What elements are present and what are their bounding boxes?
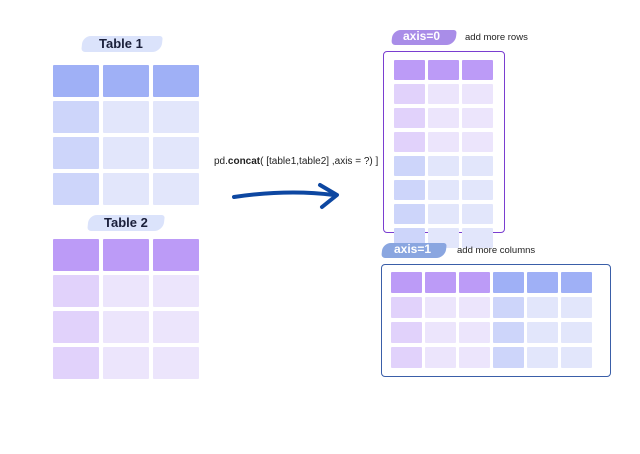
axis0-blue-cell [462,156,493,176]
axis1-purple-cell [425,322,456,343]
formula-args: ( [table1,table2] ,axis = ?) ] [260,156,379,167]
axis0-blue-index-cell [394,156,425,176]
axis0-caption: add more rows [465,32,528,43]
axis0-purple-index-cell [394,108,425,128]
concat-formula: pd.concat( [table1,table2] ,axis = ?) ] [214,156,378,167]
table1-cell [153,101,199,133]
axis1-purple-index-cell [391,322,422,343]
axis1-blue-cell [527,297,558,318]
table2-grid [53,239,199,379]
axis1-blue-header-cell [527,272,558,293]
axis1-blue-index-cell [493,347,524,368]
axis0-blue-cell [428,156,459,176]
axis1-blue-index-cell [493,297,524,318]
table2-index-cell [53,311,99,343]
table2-cell [103,275,149,307]
axis0-header-cell [462,60,493,80]
table2-cell [103,347,149,379]
table2-header-cell [103,239,149,271]
axis1-purple-cell [459,347,490,368]
axis1-blue-header-cell [561,272,592,293]
table1-grid [53,65,199,205]
axis0-header-cell [394,60,425,80]
axis1-result-grid [391,272,592,368]
axis1-blue-cell [561,322,592,343]
axis1-purple-cell [459,297,490,318]
axis0-badge: axis=0 [403,29,441,43]
axis1-purple-cell [425,297,456,318]
table2-cell [153,275,199,307]
axis1-blue-cell [561,347,592,368]
axis0-header-cell [428,60,459,80]
axis1-caption: add more columns [457,245,536,256]
axis1-blue-cell [527,347,558,368]
table1-index-cell [53,173,99,205]
axis1-purple-cell [425,347,456,368]
table1-cell [103,101,149,133]
axis0-purple-index-cell [394,84,425,104]
formula-prefix: pd. [214,156,228,167]
axis0-purple-cell [428,132,459,152]
table2-index-cell [53,275,99,307]
axis1-purple-header-cell [391,272,422,293]
axis1-blue-cell [527,322,558,343]
axis1-blue-header-cell [493,272,524,293]
axis0-blue-cell [428,180,459,200]
table1-header-cell [103,65,149,97]
axis0-blue-index-cell [394,180,425,200]
table1-cell [153,137,199,169]
axis1-badge: axis=1 [394,242,432,256]
table1-header-cell [53,65,99,97]
table1-index-cell [53,137,99,169]
axis1-purple-cell [459,322,490,343]
axis0-purple-cell [428,84,459,104]
table2-header-cell [153,239,199,271]
table2-cell [153,347,199,379]
axis1-blue-index-cell [493,322,524,343]
table1-header-cell [153,65,199,97]
axis1-purple-index-cell [391,347,422,368]
axis1-purple-index-cell [391,297,422,318]
table1-cell [153,173,199,205]
axis1-purple-header-cell [425,272,456,293]
table1-title: Table 1 [99,36,143,51]
table2-cell [103,311,149,343]
table2-header-cell [53,239,99,271]
axis0-purple-cell [428,108,459,128]
formula-func: concat [227,156,261,167]
axis0-purple-index-cell [394,132,425,152]
table2-title: Table 2 [104,215,148,230]
axis0-result-grid [394,60,493,248]
table1-cell [103,137,149,169]
axis0-blue-cell [462,204,493,224]
table1-cell [103,173,149,205]
axis0-purple-cell [462,108,493,128]
axis0-blue-index-cell [394,204,425,224]
axis0-purple-cell [462,132,493,152]
axis1-purple-header-cell [459,272,490,293]
table2-cell [153,311,199,343]
table1-index-cell [53,101,99,133]
axis0-blue-cell [462,228,493,248]
axis0-purple-cell [462,84,493,104]
axis0-blue-cell [428,204,459,224]
axis1-blue-cell [561,297,592,318]
axis0-blue-cell [462,180,493,200]
table2-index-cell [53,347,99,379]
arrow-right-icon [232,183,339,209]
